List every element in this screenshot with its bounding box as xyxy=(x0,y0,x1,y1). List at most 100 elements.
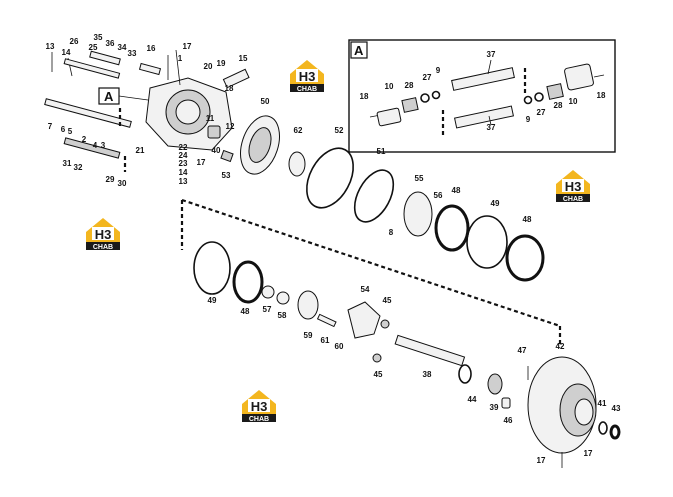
part-label-61: 61 xyxy=(321,336,330,345)
part-label-36: 36 xyxy=(106,39,115,48)
part-label-14: 14 xyxy=(179,168,188,177)
logo-brand-name: CHAB xyxy=(297,86,317,93)
logo-name-band xyxy=(290,84,324,92)
part-label-8: 8 xyxy=(389,228,394,237)
part-label-25: 25 xyxy=(89,43,98,52)
motor-housing-group xyxy=(44,49,250,172)
part-label-42: 42 xyxy=(556,342,565,351)
logo-brand-name: CHAB xyxy=(249,416,269,423)
part-label-13: 13 xyxy=(179,177,188,186)
part-label-55: 55 xyxy=(415,174,424,183)
part-label-33: 33 xyxy=(128,49,137,58)
part-label-26: 26 xyxy=(70,37,79,46)
logo-brand-code: H3 xyxy=(251,399,268,414)
part-label-62: 62 xyxy=(294,126,303,135)
part-label-34: 34 xyxy=(118,43,127,52)
inset-callout-label: A xyxy=(354,43,364,58)
part-label-57: 57 xyxy=(263,305,272,314)
part-label-2: 2 xyxy=(82,135,87,144)
part-label-17: 17 xyxy=(197,158,206,167)
part-label-46: 46 xyxy=(504,416,513,425)
part-label-37: 37 xyxy=(487,123,496,132)
part-label-7: 7 xyxy=(48,122,53,131)
part-label-5: 5 xyxy=(68,127,73,136)
part-label-48: 48 xyxy=(241,307,250,316)
part-label-37: 37 xyxy=(487,50,496,59)
logo-name-band xyxy=(556,194,590,202)
part-label-54: 54 xyxy=(361,285,370,294)
part-label-18: 18 xyxy=(597,91,606,100)
logo-name-band xyxy=(242,414,276,422)
part-label-59: 59 xyxy=(304,331,313,340)
part-label-58: 58 xyxy=(278,311,287,320)
part-label-17: 17 xyxy=(183,42,192,51)
logo-inner-panel xyxy=(562,179,584,192)
brake-and-seal-group xyxy=(220,115,545,282)
part-label-22: 22 xyxy=(179,143,188,152)
logo-brand-code: H3 xyxy=(299,69,316,84)
part-label-17: 17 xyxy=(584,449,593,458)
part-label-17: 17 xyxy=(537,456,546,465)
part-label-11: 11 xyxy=(206,114,215,123)
logo-brand-name: CHAB xyxy=(563,196,583,203)
part-label-41: 41 xyxy=(598,399,607,408)
logo-brand-code: H3 xyxy=(565,179,582,194)
part-label-28: 28 xyxy=(554,101,563,110)
detail-inset-a: A xyxy=(348,39,616,153)
logo-brand-code: H3 xyxy=(95,227,112,242)
logo-brand-name: CHAB xyxy=(93,244,113,251)
part-label-4: 4 xyxy=(93,141,98,150)
part-label-27: 27 xyxy=(537,108,546,117)
part-label-30: 30 xyxy=(118,179,127,188)
part-label-29: 29 xyxy=(106,175,115,184)
part-label-10: 10 xyxy=(385,82,394,91)
inset-valve-lower xyxy=(454,63,605,129)
part-label-56: 56 xyxy=(434,191,443,200)
part-label-28: 28 xyxy=(405,81,414,90)
part-label-20: 20 xyxy=(204,62,213,71)
part-label-6: 6 xyxy=(61,125,66,134)
logo-inner-panel xyxy=(92,227,114,240)
part-label-47: 47 xyxy=(518,346,527,355)
part-label-21: 21 xyxy=(136,146,145,155)
part-label-45: 45 xyxy=(383,296,392,305)
part-label-43: 43 xyxy=(612,404,621,413)
part-label-60: 60 xyxy=(335,342,344,351)
part-label-48: 48 xyxy=(452,186,461,195)
part-label-16: 16 xyxy=(147,44,156,53)
part-label-39: 39 xyxy=(490,403,499,412)
logo-inner-panel xyxy=(248,399,270,412)
part-label-12: 12 xyxy=(226,122,235,131)
part-label-10: 10 xyxy=(569,97,578,106)
part-label-38: 38 xyxy=(423,370,432,379)
logo-inner-panel xyxy=(296,69,318,82)
part-label-45: 45 xyxy=(374,370,383,379)
part-label-51: 51 xyxy=(377,147,386,156)
part-label-9: 9 xyxy=(526,115,531,124)
part-label-35: 35 xyxy=(94,33,103,42)
part-label-49: 49 xyxy=(208,296,217,305)
part-label-40: 40 xyxy=(212,146,221,155)
part-label-48: 48 xyxy=(523,215,532,224)
part-label-3: 3 xyxy=(101,141,106,150)
housing-callout-label: A xyxy=(104,89,114,104)
part-label-27: 27 xyxy=(423,73,432,82)
part-label-24: 24 xyxy=(179,151,188,160)
part-label-13: 13 xyxy=(46,42,55,51)
part-label-14: 14 xyxy=(62,48,71,57)
lower-drive-group xyxy=(193,241,621,468)
inset-valve-upper xyxy=(369,59,515,127)
part-label-23: 23 xyxy=(179,159,188,168)
part-label-9: 9 xyxy=(436,66,441,75)
part-label-15: 15 xyxy=(239,54,248,63)
part-label-53: 53 xyxy=(222,171,231,180)
logo-name-band xyxy=(86,242,120,250)
part-label-50: 50 xyxy=(261,97,270,106)
